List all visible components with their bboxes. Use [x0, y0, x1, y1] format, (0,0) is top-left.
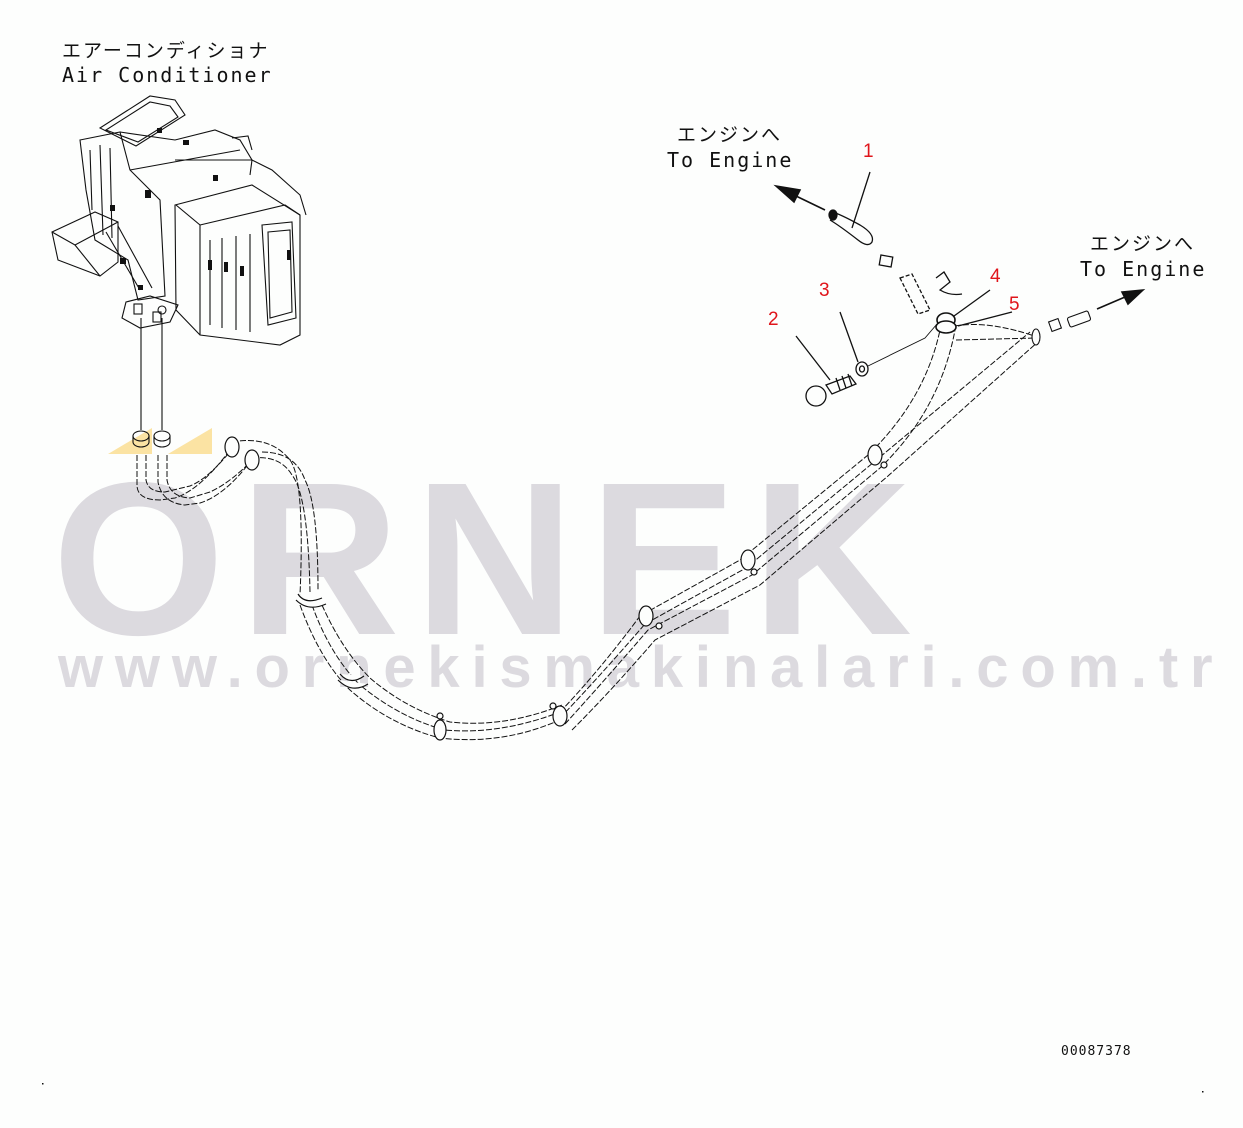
document-number: 00087378 [1061, 1044, 1132, 1059]
callout-1: 1 [863, 141, 874, 162]
engine-return-hose [954, 324, 1041, 341]
engine-fittings [1031, 310, 1092, 346]
part-bolt-2 [805, 373, 858, 407]
part-hose-1 [828, 209, 963, 315]
ac-outlet-pipes [132, 318, 171, 448]
arrow-to-engine-right [1096, 288, 1146, 310]
air-conditioner-unit [51, 95, 307, 346]
label-to-engine-right-jp: エンジンへ [1090, 233, 1196, 255]
corner-mark-left [42, 1083, 44, 1085]
label-to-engine-left-en: To Engine [667, 148, 794, 172]
callout-5: 5 [1009, 294, 1020, 315]
label-air-conditioner-jp: エアーコンディショナ [62, 40, 270, 62]
callout-2: 2 [768, 309, 779, 330]
watermark-url: www.ornekismakinalari.com.tr [58, 635, 1225, 700]
arrow-to-engine-left [773, 184, 826, 211]
label-to-engine-right-en: To Engine [1080, 257, 1207, 281]
callout-4: 4 [990, 266, 1001, 287]
corner-mark-right [1202, 1091, 1204, 1093]
part-clamp-4-5 [935, 312, 957, 334]
hose-clamps [224, 436, 888, 741]
leader-lines [795, 171, 1013, 381]
assembly-line [867, 323, 938, 367]
label-to-engine-left-jp: エンジンへ [677, 124, 783, 146]
part-washer-3 [855, 361, 869, 377]
heater-hoses [136, 329, 1041, 741]
label-air-conditioner-en: Air Conditioner [62, 63, 273, 87]
callout-3: 3 [819, 280, 830, 301]
